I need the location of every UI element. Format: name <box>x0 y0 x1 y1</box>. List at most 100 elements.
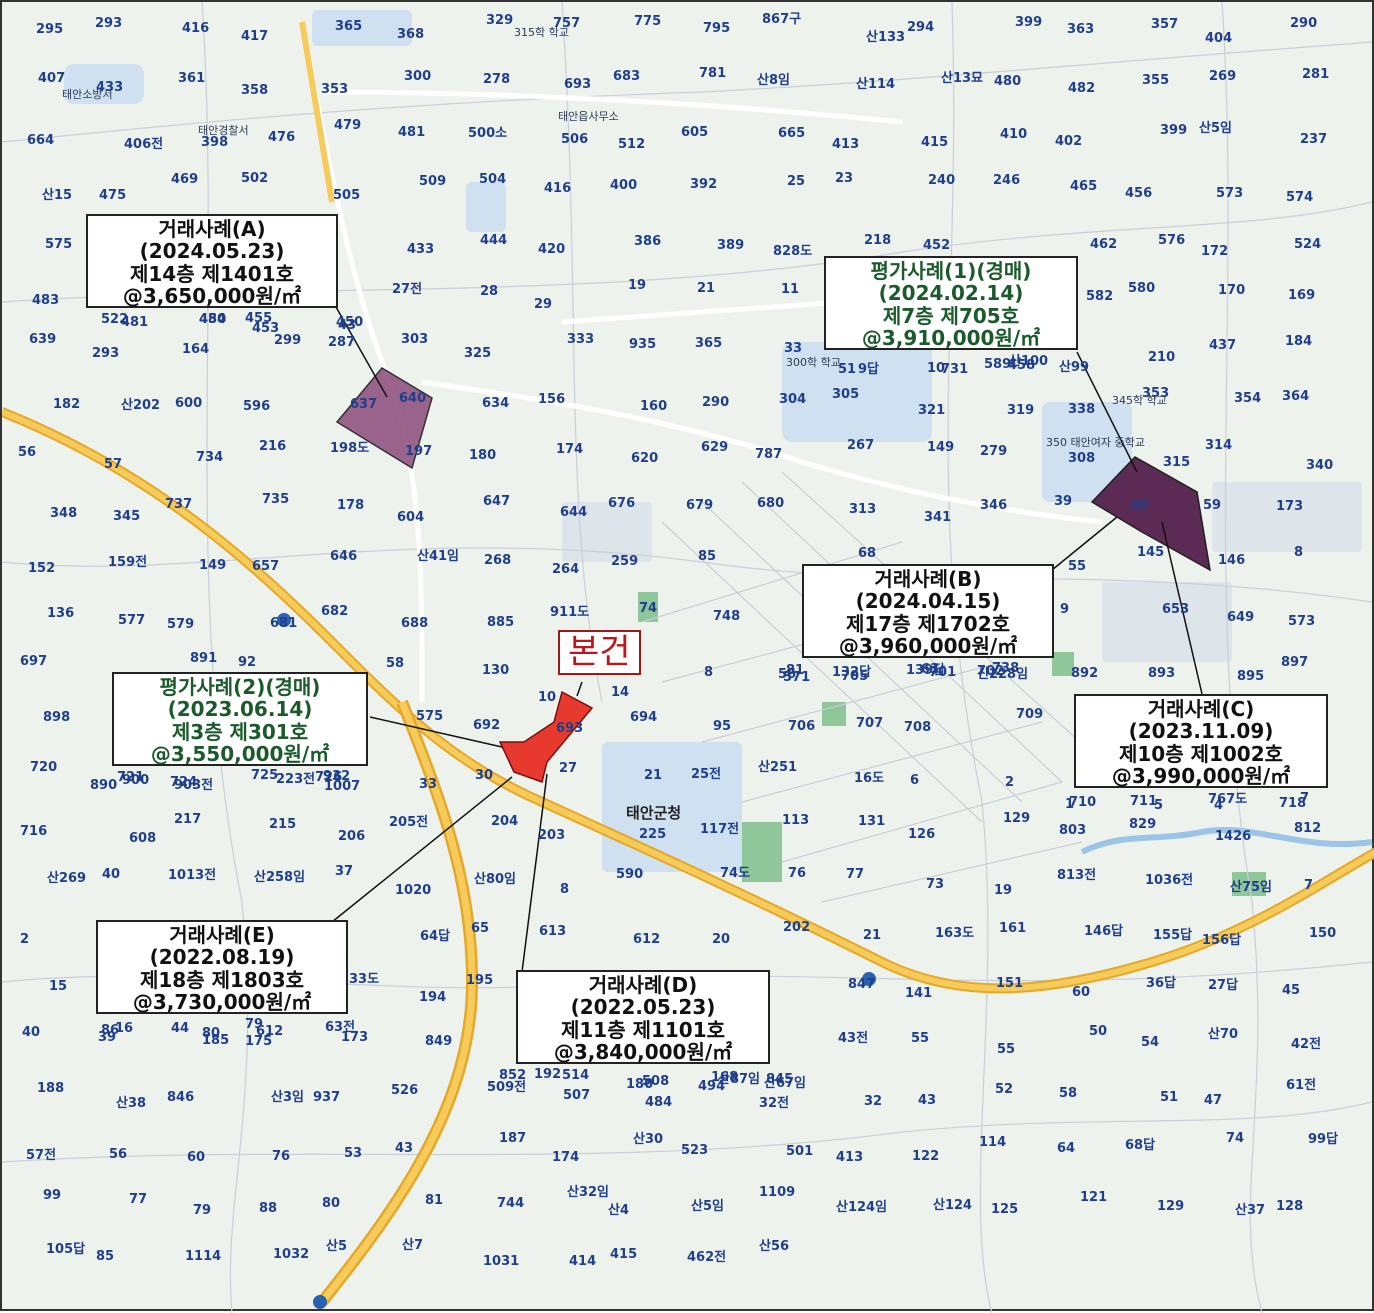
parcel-case-bc-p1[interactable] <box>1090 456 1211 572</box>
parcel-number: 507 <box>563 1088 591 1103</box>
parcel-number: 1007 <box>324 779 361 794</box>
parcel-number: 150 <box>1309 926 1337 941</box>
parcel-number: 63전 <box>325 1020 356 1035</box>
subject-parcel[interactable] <box>498 690 594 783</box>
callout-unit: 제7층 제705호 <box>882 303 1020 328</box>
parcel-number: 37 <box>335 864 354 879</box>
parcel-number: 293 <box>95 16 123 31</box>
school-area <box>782 342 932 442</box>
parcel-number: 223전 <box>276 772 316 787</box>
parcel-number: 56 <box>109 1147 128 1162</box>
school-label: 345학 학교 <box>1112 394 1167 407</box>
callout-case-e[interactable]: 거래사례(E) (2022.08.19) 제18층 제1803호 @3,730,… <box>96 920 348 1014</box>
parcel-number: 77 <box>129 1192 148 1207</box>
parcel-number: 19 <box>994 883 1013 898</box>
parcel-number: 20 <box>712 932 731 947</box>
parcel-number: 신228임 <box>977 667 1029 682</box>
callout-case-b[interactable]: 거래사례(B) (2024.04.15) 제17층 제1702호 @3,960,… <box>802 564 1054 658</box>
parcel-number: 172 <box>1201 244 1229 259</box>
parcel-number: 345 <box>113 509 141 524</box>
parcel-number: 573 <box>1216 186 1244 201</box>
callout-case-c[interactable]: 거래사례(C) (2023.11.09) 제10층 제1002호 @3,990,… <box>1074 694 1328 788</box>
callout-appraisal-1[interactable]: 평가사례(1)(경매) (2024.02.14) 제7층 제705호 @3,91… <box>824 256 1078 350</box>
parcel-number: 56 <box>778 667 797 682</box>
parcel-number: 125 <box>991 1202 1019 1217</box>
parcel-number: 61전 <box>1286 1078 1317 1093</box>
parcel-number: 39 <box>1054 494 1073 509</box>
callout-title: 거래사례(E) <box>169 923 275 947</box>
parcel-number: 188 <box>37 1081 65 1096</box>
callout-case-d[interactable]: 거래사례(D) (2022.05.23) 제11층 제1101호 @3,840,… <box>516 970 770 1064</box>
parcel-number: 775 <box>634 14 662 29</box>
parcel-number: 891 <box>190 651 218 666</box>
callout-appraisal-2[interactable]: 평가사례(2)(경매) (2023.06.14) 제3층 제301호 @3,55… <box>112 672 368 766</box>
parcel-number: 85 <box>698 549 717 564</box>
parcel-number: 33도 <box>349 972 380 987</box>
parcel-number: 716 <box>20 824 48 839</box>
park-area <box>742 822 782 882</box>
parcel-number: 574 <box>1286 190 1314 205</box>
parcel-number: 639 <box>29 332 57 347</box>
parcel-number: 509전 <box>487 1080 527 1095</box>
parcel-number: 65 <box>471 921 490 936</box>
parcel-number: 19 <box>628 278 647 293</box>
parcel-number: 산32임 <box>567 1185 610 1200</box>
parcel-number: 524 <box>1294 237 1322 252</box>
parcel-number: 303 <box>401 332 429 347</box>
parcel-number: 725 <box>251 768 279 783</box>
parcel-number: 259 <box>611 554 639 569</box>
parcel-number: 718 <box>1279 796 1307 811</box>
parcel-number: 60 <box>187 1150 206 1165</box>
parcel-number: 664 <box>27 133 55 148</box>
parcel-number: 781 <box>699 66 727 81</box>
parcel-number: 산124 <box>933 1198 973 1213</box>
school-label: 350 태안여자 중학교 <box>1046 436 1145 449</box>
parcel-number: 79 <box>245 1017 264 1032</box>
parcel-number: 590 <box>616 867 644 882</box>
parcel-number: 647 <box>483 494 511 509</box>
parcel-number: 55 <box>997 1042 1016 1057</box>
parcel-number: 895 <box>1237 669 1265 684</box>
parcel-number: 21 <box>644 768 663 783</box>
parcel-number: 481 <box>121 315 149 330</box>
parcel-number: 693 <box>556 721 584 736</box>
callout-title: 거래사례(D) <box>588 973 698 997</box>
parcel-number: 358 <box>241 83 269 98</box>
parcel-number: 1036전 <box>1145 873 1194 888</box>
parcel-number: 694 <box>630 710 658 725</box>
parcel-number: 402 <box>1055 134 1083 149</box>
parcel-number: 237 <box>1300 132 1328 147</box>
parcel-number: 676 <box>608 496 636 511</box>
parcel-number: 346 <box>980 498 1008 513</box>
parcel-number: 27 <box>559 761 578 776</box>
parcel-number: 269 <box>1209 69 1237 84</box>
parcel-case-a[interactable] <box>335 367 433 470</box>
parcel-number: 155답 <box>1153 928 1193 943</box>
parcel-number: 23 <box>835 171 854 186</box>
parcel-number: 산251 <box>758 760 798 775</box>
parcel-number: 721 <box>117 770 145 785</box>
parcel-number: 141 <box>905 986 933 1001</box>
callout-unit: 제3층 제301호 <box>171 719 309 744</box>
parcel-number: 99답 <box>1308 1132 1339 1147</box>
parcel-number: 2 <box>20 932 30 947</box>
parcel-number: 55 <box>1068 559 1087 574</box>
parcel-number: 122 <box>912 1149 940 1164</box>
parcel-number: 264 <box>552 562 580 577</box>
callout-case-a[interactable]: 거래사례(A) (2024.05.23) 제14층 제1401호 @3,650,… <box>86 214 338 308</box>
parcel-number: 88 <box>259 1201 278 1216</box>
parcel-number: 512 <box>618 137 646 152</box>
parcel-number: 33 <box>419 777 438 792</box>
water-area <box>64 64 144 104</box>
parcel-number: 산56 <box>759 1239 790 1254</box>
parcel-number: 458 <box>1008 358 1036 373</box>
parcel-number: 25 <box>787 174 806 189</box>
parcel-number: 52 <box>995 1082 1014 1097</box>
parcel-number: 363 <box>1067 22 1095 37</box>
parcel-number: 73 <box>926 877 945 892</box>
parcel-number: 159전 <box>108 555 148 570</box>
parcel-number: 7 <box>1304 878 1314 893</box>
town-office-label: 태안읍사무소 <box>558 110 619 123</box>
parcel-number: 482 <box>1068 81 1096 96</box>
